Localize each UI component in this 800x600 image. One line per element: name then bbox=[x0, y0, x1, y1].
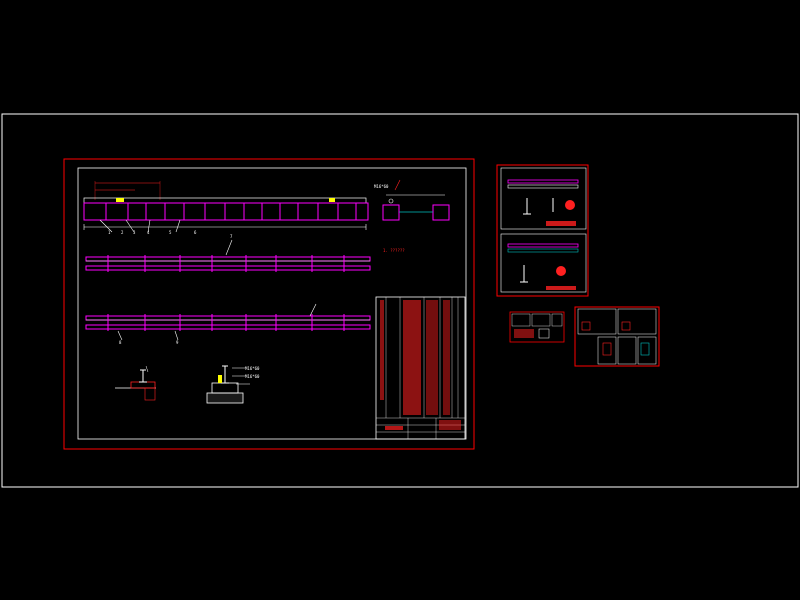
detail-sheet-b[interactable] bbox=[509, 311, 565, 343]
bill-of-materials-table bbox=[375, 296, 466, 440]
bolt-label-1: M16*60 bbox=[245, 366, 260, 371]
general-note: 1. ?????? bbox=[383, 248, 405, 253]
callout-8: 8 bbox=[119, 340, 122, 345]
callout-9: 9 bbox=[176, 340, 179, 345]
bolt-label-2: M16*60 bbox=[245, 374, 260, 379]
callout-7: 7 bbox=[230, 234, 233, 239]
callout-6: 6 bbox=[194, 230, 197, 235]
rail-clip-detail-right: M16*60 M16*60 bbox=[206, 365, 260, 404]
sheet-inner-border bbox=[77, 167, 467, 440]
callout-2: 2 bbox=[121, 230, 124, 235]
detail-sheet-c[interactable] bbox=[574, 306, 660, 367]
callout-1: 1 bbox=[108, 230, 111, 235]
sheet-outer-border bbox=[63, 158, 475, 450]
main-drawing-sheet[interactable]: 1 2 3 4 5 6 M16*60 1. ?????? bbox=[63, 158, 475, 450]
end-section-detail: M16*60 bbox=[374, 179, 450, 221]
callout-4: 4 bbox=[147, 230, 150, 235]
rail-plan-middle: 7 bbox=[85, 234, 371, 272]
detail-sheet-a[interactable] bbox=[496, 164, 589, 297]
model-space-frame bbox=[1, 113, 799, 488]
rail-clip-detail-left bbox=[115, 365, 156, 401]
callout-3: 3 bbox=[133, 230, 136, 235]
callout-5: 5 bbox=[169, 230, 172, 235]
detail-label: M16*60 bbox=[374, 184, 389, 189]
rail-plan-lower: 8 9 bbox=[85, 303, 371, 345]
beam-elevation-top: 1 2 3 4 5 6 bbox=[83, 181, 369, 235]
